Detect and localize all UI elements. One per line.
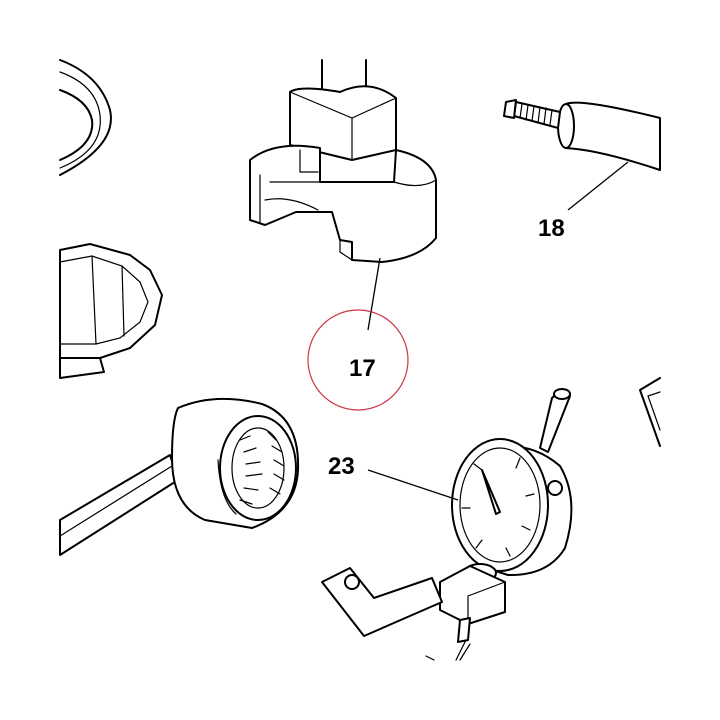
- leader-line-23: [367, 469, 459, 501]
- partial-ring-part: [59, 59, 112, 176]
- leader-line-17: [367, 257, 381, 331]
- callout-label-23: 23: [328, 453, 355, 480]
- threaded-driver-tool-18: [503, 99, 661, 171]
- leader-line-18: [567, 161, 629, 211]
- partial-edge-part: [639, 377, 661, 447]
- callout-label-17: 17: [349, 355, 376, 382]
- socket-adapter-tool-17: [249, 59, 437, 263]
- bearing-sleeve-tool: [59, 397, 300, 556]
- highlight-circle-17: [307, 309, 409, 411]
- dial-indicator-tool-23: [321, 388, 573, 661]
- octagonal-socket-part: [59, 243, 163, 379]
- callout-label-18: 18: [538, 215, 565, 242]
